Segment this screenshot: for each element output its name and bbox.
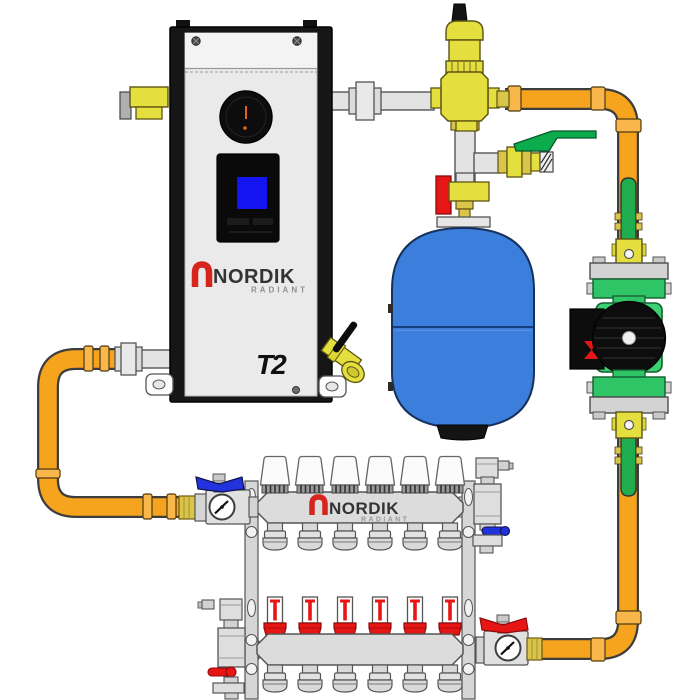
pex-green-pipe-bottom bbox=[614, 431, 643, 497]
manifold-outlet bbox=[332, 522, 358, 551]
pump-flange-top bbox=[592, 278, 666, 299]
nordik-n-mark bbox=[191, 261, 213, 287]
flow-cap bbox=[364, 455, 396, 494]
manifold-outlet bbox=[437, 522, 463, 551]
crimp-ring bbox=[142, 493, 153, 520]
manifold-outlet bbox=[262, 664, 288, 693]
nordik-wordmark: NORDIK bbox=[213, 266, 295, 288]
hose-drain-valve bbox=[497, 130, 597, 178]
supply-ball-valve bbox=[178, 473, 259, 525]
pump-flange-bottom bbox=[592, 376, 666, 398]
panel-button bbox=[253, 218, 273, 225]
flow-cap bbox=[434, 455, 466, 494]
radiant-wordmark: RADIANT bbox=[251, 286, 308, 295]
nordik-n-mark bbox=[309, 494, 328, 515]
expansion-tank bbox=[388, 216, 535, 441]
tee-fitting bbox=[473, 152, 501, 174]
manifold-outlet bbox=[367, 664, 393, 693]
flow-meter bbox=[333, 596, 357, 636]
flow-cap bbox=[399, 455, 431, 494]
return-pipe-right-top bbox=[505, 85, 642, 245]
circulator-pump bbox=[569, 238, 672, 439]
flow-cap bbox=[329, 455, 361, 494]
boiler-top-tab bbox=[176, 20, 190, 29]
tank-isolation-valve bbox=[435, 172, 490, 219]
crimp-ring bbox=[590, 86, 606, 111]
flow-meter bbox=[263, 596, 287, 636]
manifold-air-vent bbox=[201, 599, 215, 610]
manifold-logo: NORDIK RADIANT bbox=[309, 494, 409, 524]
manifold-outlet bbox=[332, 664, 358, 693]
red-valve-handle bbox=[479, 617, 529, 634]
manifold-air-vent bbox=[496, 460, 510, 471]
manifold-outlet bbox=[367, 522, 393, 551]
separator-bottom-port bbox=[455, 120, 478, 132]
supply-pipe-loop-left bbox=[35, 345, 188, 520]
t2-badge: T2 bbox=[256, 349, 287, 380]
boiler-drain-valve bbox=[320, 321, 365, 384]
green-valve-handle bbox=[513, 130, 597, 152]
manifold-outlet bbox=[402, 664, 428, 693]
crimp-ring bbox=[166, 493, 177, 520]
panel-button bbox=[227, 218, 249, 225]
crimp-ring bbox=[590, 637, 606, 662]
tank-base bbox=[436, 424, 489, 441]
supply-end-vent-assembly bbox=[472, 457, 514, 554]
pump-flange-plate-top bbox=[589, 262, 669, 280]
return-pipe-right-bottom bbox=[534, 428, 642, 662]
crimp-ring bbox=[99, 345, 110, 372]
flow-cap bbox=[294, 455, 326, 494]
flow-meter bbox=[368, 596, 392, 636]
boiler-display bbox=[237, 177, 267, 209]
manifold-nordik-wordmark: NORDIK bbox=[329, 499, 399, 518]
screw bbox=[292, 386, 300, 394]
crimp-ring bbox=[35, 468, 61, 479]
boiler-supply-pipe-top bbox=[327, 81, 435, 121]
crimp-ring bbox=[83, 345, 94, 372]
flow-meter bbox=[298, 596, 322, 636]
supply-manifold-bar bbox=[256, 491, 464, 524]
crimp-ring bbox=[615, 118, 642, 133]
crimp-ring bbox=[615, 610, 642, 625]
flow-meter bbox=[403, 596, 427, 636]
boiler-return-pipe-bottom bbox=[114, 342, 175, 376]
blue-valve-handle bbox=[195, 476, 245, 493]
flow-meter bbox=[438, 596, 462, 636]
manifold-outlet bbox=[437, 664, 463, 693]
manifold-outlet bbox=[297, 522, 323, 551]
return-end-vent-assembly bbox=[197, 598, 246, 700]
boiler-top-tab bbox=[303, 20, 317, 29]
manifold-radiant-wordmark: RADIANT bbox=[361, 517, 409, 524]
air-separator bbox=[430, 3, 510, 132]
flow-cap bbox=[259, 455, 291, 494]
auto-air-vent-cap bbox=[451, 3, 468, 22]
boiler-logo: NORDIK RADIANT bbox=[191, 261, 308, 295]
crimp-ring bbox=[507, 85, 522, 112]
pressure-relief-valve bbox=[119, 86, 169, 120]
pump-flange-plate-bottom bbox=[589, 396, 669, 414]
mounting-bracket-right bbox=[461, 480, 476, 700]
return-manifold-bar bbox=[256, 633, 464, 666]
pex-green-pipe-top bbox=[614, 177, 643, 244]
manifold-outlet bbox=[262, 522, 288, 551]
tank-flange bbox=[436, 216, 491, 228]
manifold-outlet bbox=[402, 522, 428, 551]
manifold-outlet bbox=[297, 664, 323, 693]
return-ball-valve bbox=[475, 614, 543, 666]
boiler: NORDIK RADIANT T2 bbox=[119, 20, 365, 403]
manifold: NORDIK RADIANT bbox=[178, 455, 543, 700]
